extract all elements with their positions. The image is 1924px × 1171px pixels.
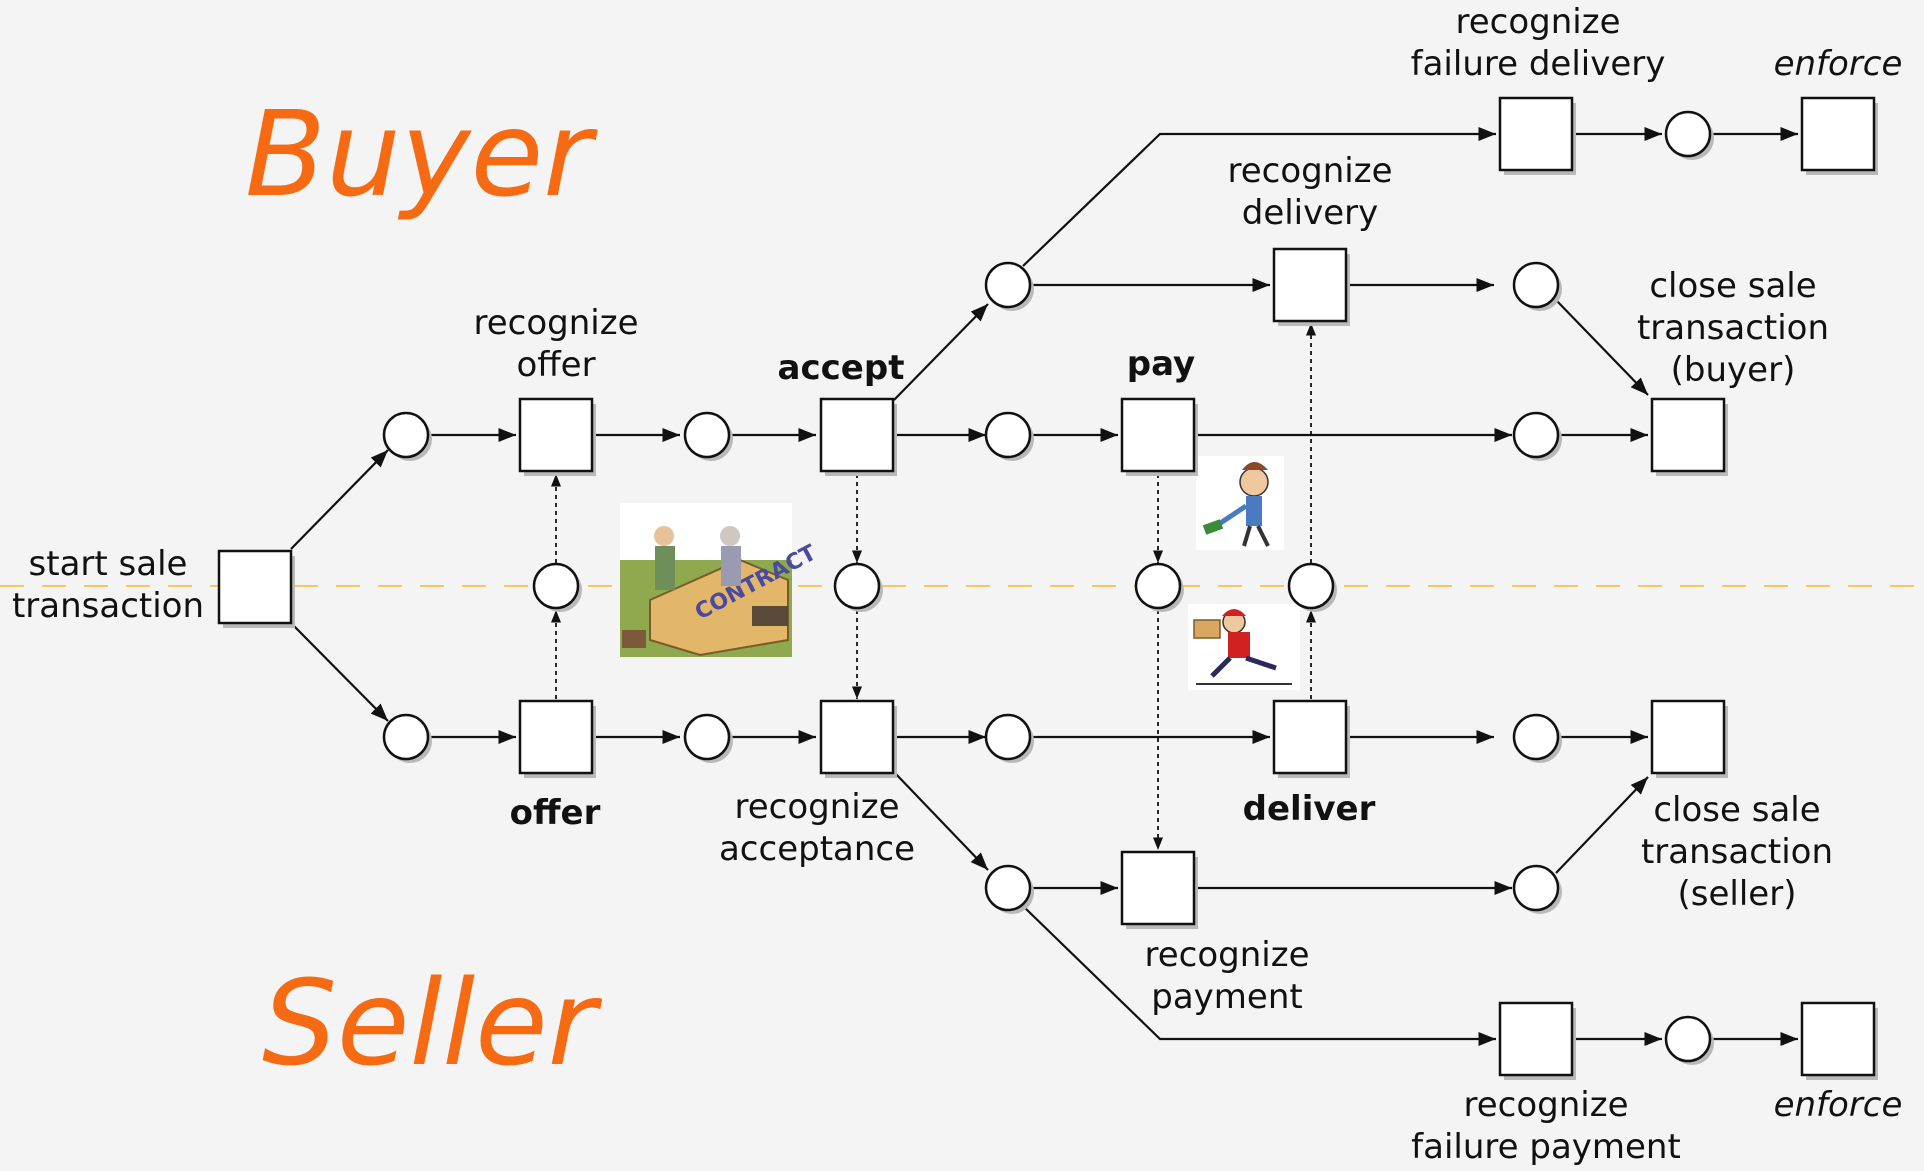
place-buyer-1: [382, 411, 430, 459]
place-msg-deliver: [1287, 562, 1335, 610]
label-start-line2: transaction: [12, 586, 204, 626]
places: [382, 110, 1714, 1065]
place-seller-1: [382, 713, 430, 761]
label-recognize-offer-line1: recognize: [474, 303, 639, 343]
label-recognize-payment-line2: payment: [1151, 977, 1302, 1017]
label-close-seller-line2: transaction: [1641, 832, 1833, 872]
buyer-title: Buyer: [245, 85, 598, 223]
label-offer: offer: [510, 793, 601, 833]
transitions: [217, 96, 1878, 1080]
label-close-buyer-line1: close sale: [1649, 266, 1816, 306]
transition-recognize-payment: [1120, 850, 1196, 926]
label-close-seller-line1: close sale: [1653, 790, 1820, 830]
labels: start sale transaction recognize offer a…: [12, 2, 1902, 1167]
place-buyer-3: [984, 411, 1032, 459]
label-enforce-seller: enforce: [1774, 1085, 1903, 1125]
label-recognize-failure-delivery-line2: failure delivery: [1411, 44, 1666, 84]
label-close-buyer-line3: (buyer): [1671, 350, 1796, 390]
place-seller-2: [683, 713, 731, 761]
place-seller-lower: [984, 864, 1032, 912]
label-pay: pay: [1127, 344, 1195, 384]
label-close-seller-line3: (seller): [1678, 874, 1797, 914]
transition-enforce-buyer: [1800, 96, 1876, 172]
label-recognize-acceptance-line1: recognize: [735, 787, 900, 827]
transition-close-seller: [1650, 699, 1726, 775]
transition-offer: [518, 699, 594, 775]
label-recognize-failure-payment-line1: recognize: [1464, 1085, 1629, 1125]
paying-person-illustration: [1196, 456, 1284, 550]
transition-accept: [819, 397, 895, 473]
place-buyer-2: [683, 411, 731, 459]
label-enforce-buyer: enforce: [1774, 44, 1903, 84]
transition-recognize-failure-delivery: [1498, 96, 1574, 172]
transition-recognize-failure-payment: [1498, 1001, 1574, 1077]
transition-recognize-offer: [518, 397, 594, 473]
place-msg-accept: [833, 562, 881, 610]
label-close-buyer-line2: transaction: [1637, 308, 1829, 348]
contract-illustration: CONTRACT: [620, 503, 821, 657]
place-msg-offer: [532, 562, 580, 610]
place-seller-4: [1512, 713, 1560, 761]
label-recognize-delivery-line1: recognize: [1228, 151, 1393, 191]
place-seller-paid: [1512, 864, 1560, 912]
place-buyer-delivered: [1512, 261, 1560, 309]
transition-recognize-acceptance: [819, 699, 895, 775]
courier-illustration: [1188, 604, 1300, 690]
place-buyer-upper: [984, 261, 1032, 309]
transition-recognize-delivery: [1272, 247, 1348, 323]
transition-close-buyer: [1650, 397, 1726, 473]
transition-deliver: [1272, 699, 1348, 775]
label-recognize-delivery-line2: delivery: [1242, 193, 1379, 233]
label-deliver: deliver: [1243, 789, 1376, 829]
label-start-line1: start sale: [29, 544, 188, 584]
label-recognize-acceptance-line2: acceptance: [719, 829, 915, 869]
transition-start-sale: [217, 549, 293, 625]
label-recognize-failure-payment-line2: failure payment: [1411, 1127, 1681, 1167]
message-arcs: [550, 323, 1317, 850]
solid-arcs: [290, 126, 1798, 1047]
seller-title: Seller: [262, 954, 603, 1092]
label-recognize-payment-line1: recognize: [1145, 935, 1310, 975]
transition-pay: [1120, 397, 1196, 473]
place-buyer-failure: [1664, 110, 1712, 158]
label-recognize-failure-delivery-line1: recognize: [1456, 2, 1621, 42]
place-seller-failure: [1664, 1015, 1712, 1063]
place-seller-3: [984, 713, 1032, 761]
place-msg-pay: [1134, 562, 1182, 610]
label-recognize-offer-line2: offer: [516, 345, 595, 385]
place-buyer-4: [1512, 411, 1560, 459]
label-accept: accept: [778, 348, 905, 388]
transition-enforce-seller: [1800, 1001, 1876, 1077]
